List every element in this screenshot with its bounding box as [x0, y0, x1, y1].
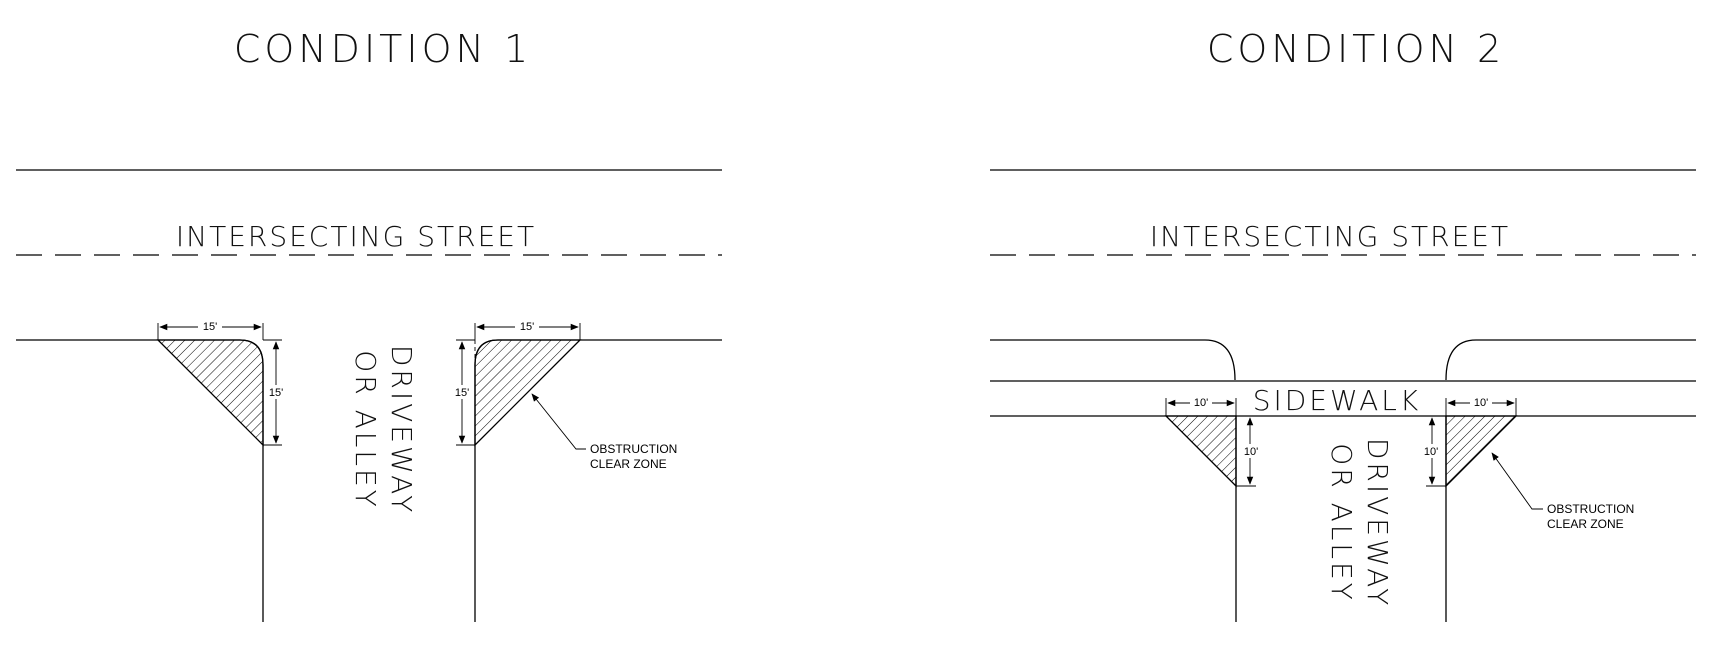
- dim-right-side: 15': [455, 387, 469, 399]
- obstruction-clear-zone-left: [156, 339, 264, 447]
- dim-right-top: 10': [1474, 397, 1488, 409]
- note-line2: CLEAR ZONE: [1547, 517, 1624, 531]
- obstruction-clear-zone-left: [1164, 415, 1237, 488]
- sidewalk-label: SIDEWALK: [1253, 384, 1422, 417]
- note-line1: OBSTRUCTION: [590, 442, 677, 456]
- dim-left-side: 10': [1244, 446, 1258, 458]
- note-line2: CLEAR ZONE: [590, 457, 667, 471]
- driveway-label-line1: DRIVEWAY: [1361, 438, 1394, 608]
- obstruction-clear-zone-right: [1445, 415, 1518, 488]
- near-curb-left: [990, 339, 1236, 381]
- driveway-label-line1: DRIVEWAY: [385, 345, 418, 515]
- condition-1-panel: CONDITION 1 INTERSECTING STREET 15' 15' …: [16, 27, 722, 622]
- obstruction-clear-zone-right: [474, 339, 582, 447]
- driveway-label-line2: OR ALLEY: [349, 350, 382, 510]
- condition-2-panel: CONDITION 2 INTERSECTING STREET SIDEWALK…: [990, 27, 1696, 622]
- condition-1-title: CONDITION 1: [234, 27, 532, 71]
- note-leader: [1491, 452, 1543, 510]
- intersecting-street-label: INTERSECTING STREET: [1150, 220, 1510, 253]
- dim-left-top: 10': [1194, 397, 1208, 409]
- note-line1: OBSTRUCTION: [1547, 502, 1634, 516]
- dim-left-top: 15': [203, 321, 217, 333]
- note-leader: [531, 393, 586, 450]
- driveway-label-line2: OR ALLEY: [1325, 443, 1358, 603]
- intersecting-street-label: INTERSECTING STREET: [176, 220, 536, 253]
- dim-right-side: 10': [1424, 446, 1438, 458]
- dim-left-side: 15': [269, 387, 283, 399]
- dim-right-top: 15': [520, 321, 534, 333]
- near-curb-right: [1445, 339, 1696, 381]
- condition-2-title: CONDITION 2: [1207, 27, 1505, 71]
